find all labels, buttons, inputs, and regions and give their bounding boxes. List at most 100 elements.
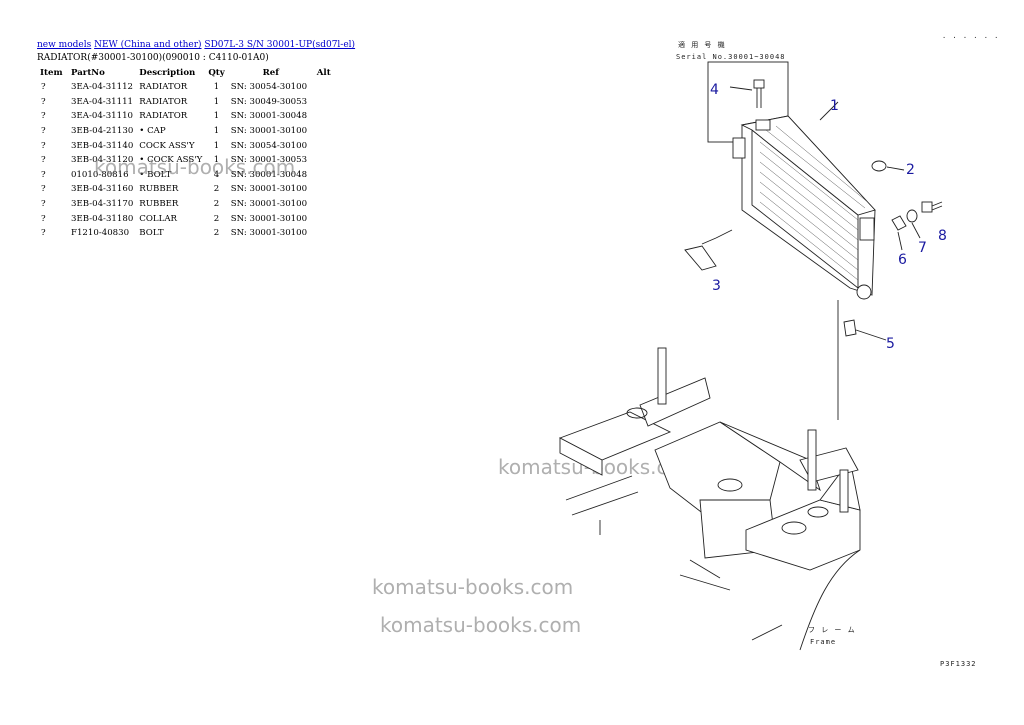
callout-4: 4 — [710, 82, 719, 98]
cell-partno: 3EB-04-21130 — [71, 126, 134, 137]
cell-description: RUBBER — [139, 184, 179, 195]
table-row: ? 3EB-04-31140 COCK ASS'Y 1 SN: 30054-30100 — [37, 138, 334, 153]
cell-description: BOLT — [139, 228, 164, 239]
table-header-row: Item PartNo Description Qty Ref Alt — [37, 66, 334, 80]
cell-ref: SN: 30049-30053 — [230, 96, 308, 107]
cell-qty: 1 — [213, 82, 220, 93]
bolt-4-drawing — [729, 79, 765, 108]
callout-5: 5 — [886, 336, 895, 352]
cell-alt — [314, 211, 334, 226]
cell-qty: 2 — [213, 199, 220, 210]
header-ref: Ref — [262, 68, 279, 78]
callout-6: 6 — [898, 252, 907, 268]
header-alt: Alt — [316, 68, 331, 78]
cell-qty: 2 — [213, 184, 220, 195]
cell-description: RADIATOR — [139, 82, 188, 93]
cell-description: COCK ASS'Y — [139, 140, 195, 151]
table-row: ? 01010-80816 • BOLT 4 SN: 30001-30048 — [37, 168, 334, 183]
cell-ref: SN: 30001-30100 — [230, 199, 308, 210]
header-qty: Qty — [208, 68, 225, 78]
cell-partno: 3EB-04-31120 — [71, 155, 134, 166]
cell-alt — [314, 182, 334, 197]
cell-qty: 1 — [213, 140, 220, 151]
breadcrumb-link-model[interactable]: SD07L-3 S/N 30001-UP(sd07l-el) — [204, 40, 356, 50]
cell-qty: 2 — [213, 213, 220, 224]
table-row: ? 3EB-04-31160 RUBBER 2 SN: 30001-30100 — [37, 182, 334, 197]
table-row: ? 3EB-04-31180 COLLAR 2 SN: 30001-30100 — [37, 211, 334, 226]
applicable-serial-header: 適 用 号 機 — [678, 40, 726, 49]
cell-partno: 3EA-04-31110 — [71, 111, 134, 122]
corner-mark: · · · · · · — [942, 34, 999, 42]
cell-partno: 3EA-04-31112 — [71, 82, 134, 93]
cell-partno: F1210-40830 — [71, 228, 130, 239]
breadcrumb-link-new-models[interactable]: new models — [37, 40, 92, 50]
table-row: ? 3EA-04-31111 RADIATOR 1 SN: 30049-30053 — [37, 95, 334, 110]
callout-2: 2 — [906, 162, 915, 178]
radiator-drawing — [732, 101, 876, 300]
cell-alt — [314, 153, 334, 168]
cell-partno: 3EA-04-31111 — [71, 96, 134, 107]
cell-item: ? — [41, 155, 46, 166]
cell-qty: 4 — [213, 169, 220, 180]
cell-alt — [314, 124, 334, 139]
parts-diagram: 適 用 号 機 Serial No.30001~30048 · · · · · … — [558, 34, 999, 668]
callout-1: 1 — [830, 98, 839, 114]
cell-ref: SN: 30001-30100 — [230, 126, 308, 137]
cell-alt — [314, 95, 334, 110]
cell-description: • BOLT — [139, 169, 172, 180]
rubber-5-drawing — [837, 300, 887, 420]
cell-alt — [314, 226, 334, 241]
cell-ref: SN: 30001-30048 — [230, 169, 308, 180]
frame-label: Frame — [810, 638, 836, 646]
cell-partno: 3EB-04-31140 — [71, 140, 134, 151]
cap-2-drawing — [871, 160, 905, 172]
cell-description: RADIATOR — [139, 96, 188, 107]
cell-ref: SN: 30001-30100 — [230, 184, 308, 195]
mount-parts-drawing — [891, 201, 943, 251]
cell-item: ? — [41, 184, 46, 195]
cell-ref: SN: 30001-30053 — [230, 155, 308, 166]
cell-item: ? — [41, 140, 46, 151]
cell-partno: 01010-80816 — [71, 169, 129, 180]
cell-qty: 1 — [213, 96, 220, 107]
cell-item: ? — [41, 96, 46, 107]
cell-qty: 1 — [213, 111, 220, 122]
drawing-code: P3F1332 — [940, 660, 977, 668]
cell-alt — [314, 138, 334, 153]
table-row: ? 3EB-04-31120 • COCK ASS'Y 1 SN: 30001-3005… — [37, 153, 334, 168]
cell-qty: 1 — [213, 155, 220, 166]
cell-ref: SN: 30054-30100 — [230, 140, 308, 151]
cell-description: • COCK ASS'Y — [139, 155, 203, 166]
cell-partno: 3EB-04-31180 — [71, 213, 134, 224]
cell-alt — [314, 109, 334, 124]
callout-8: 8 — [938, 228, 947, 244]
cell-alt — [314, 197, 334, 212]
callout-7: 7 — [918, 240, 927, 256]
cell-qty: 1 — [213, 126, 220, 137]
frame-drawing — [558, 347, 861, 651]
cell-ref: SN: 30001-30100 — [230, 213, 308, 224]
cell-item: ? — [41, 126, 46, 137]
cell-ref: SN: 30001-30100 — [230, 228, 308, 239]
frame-label-jp: フ レ ー ム — [808, 626, 856, 634]
cell-item: ? — [41, 213, 46, 224]
header-partno: PartNo — [71, 68, 105, 78]
breadcrumb: new models NEW (China and other) SD07L-3… — [37, 40, 355, 50]
cell-alt — [314, 80, 334, 95]
cell-description: RUBBER — [139, 199, 179, 210]
breadcrumb-link-new-china[interactable]: NEW (China and other) — [94, 40, 202, 50]
cell-description: COLLAR — [139, 213, 178, 224]
parts-table: Item PartNo Description Qty Ref Alt ? 3EA… — [37, 66, 334, 241]
serial-range-text: Serial No.30001~30048 — [676, 53, 786, 61]
cell-ref: SN: 30054-30100 — [230, 82, 308, 93]
page-title: RADIATOR(#30001-30100)(090010 : C4110-01… — [37, 53, 269, 63]
cell-item: ? — [41, 111, 46, 122]
cell-item: ? — [41, 169, 46, 180]
cell-partno: 3EB-04-31160 — [71, 184, 134, 195]
